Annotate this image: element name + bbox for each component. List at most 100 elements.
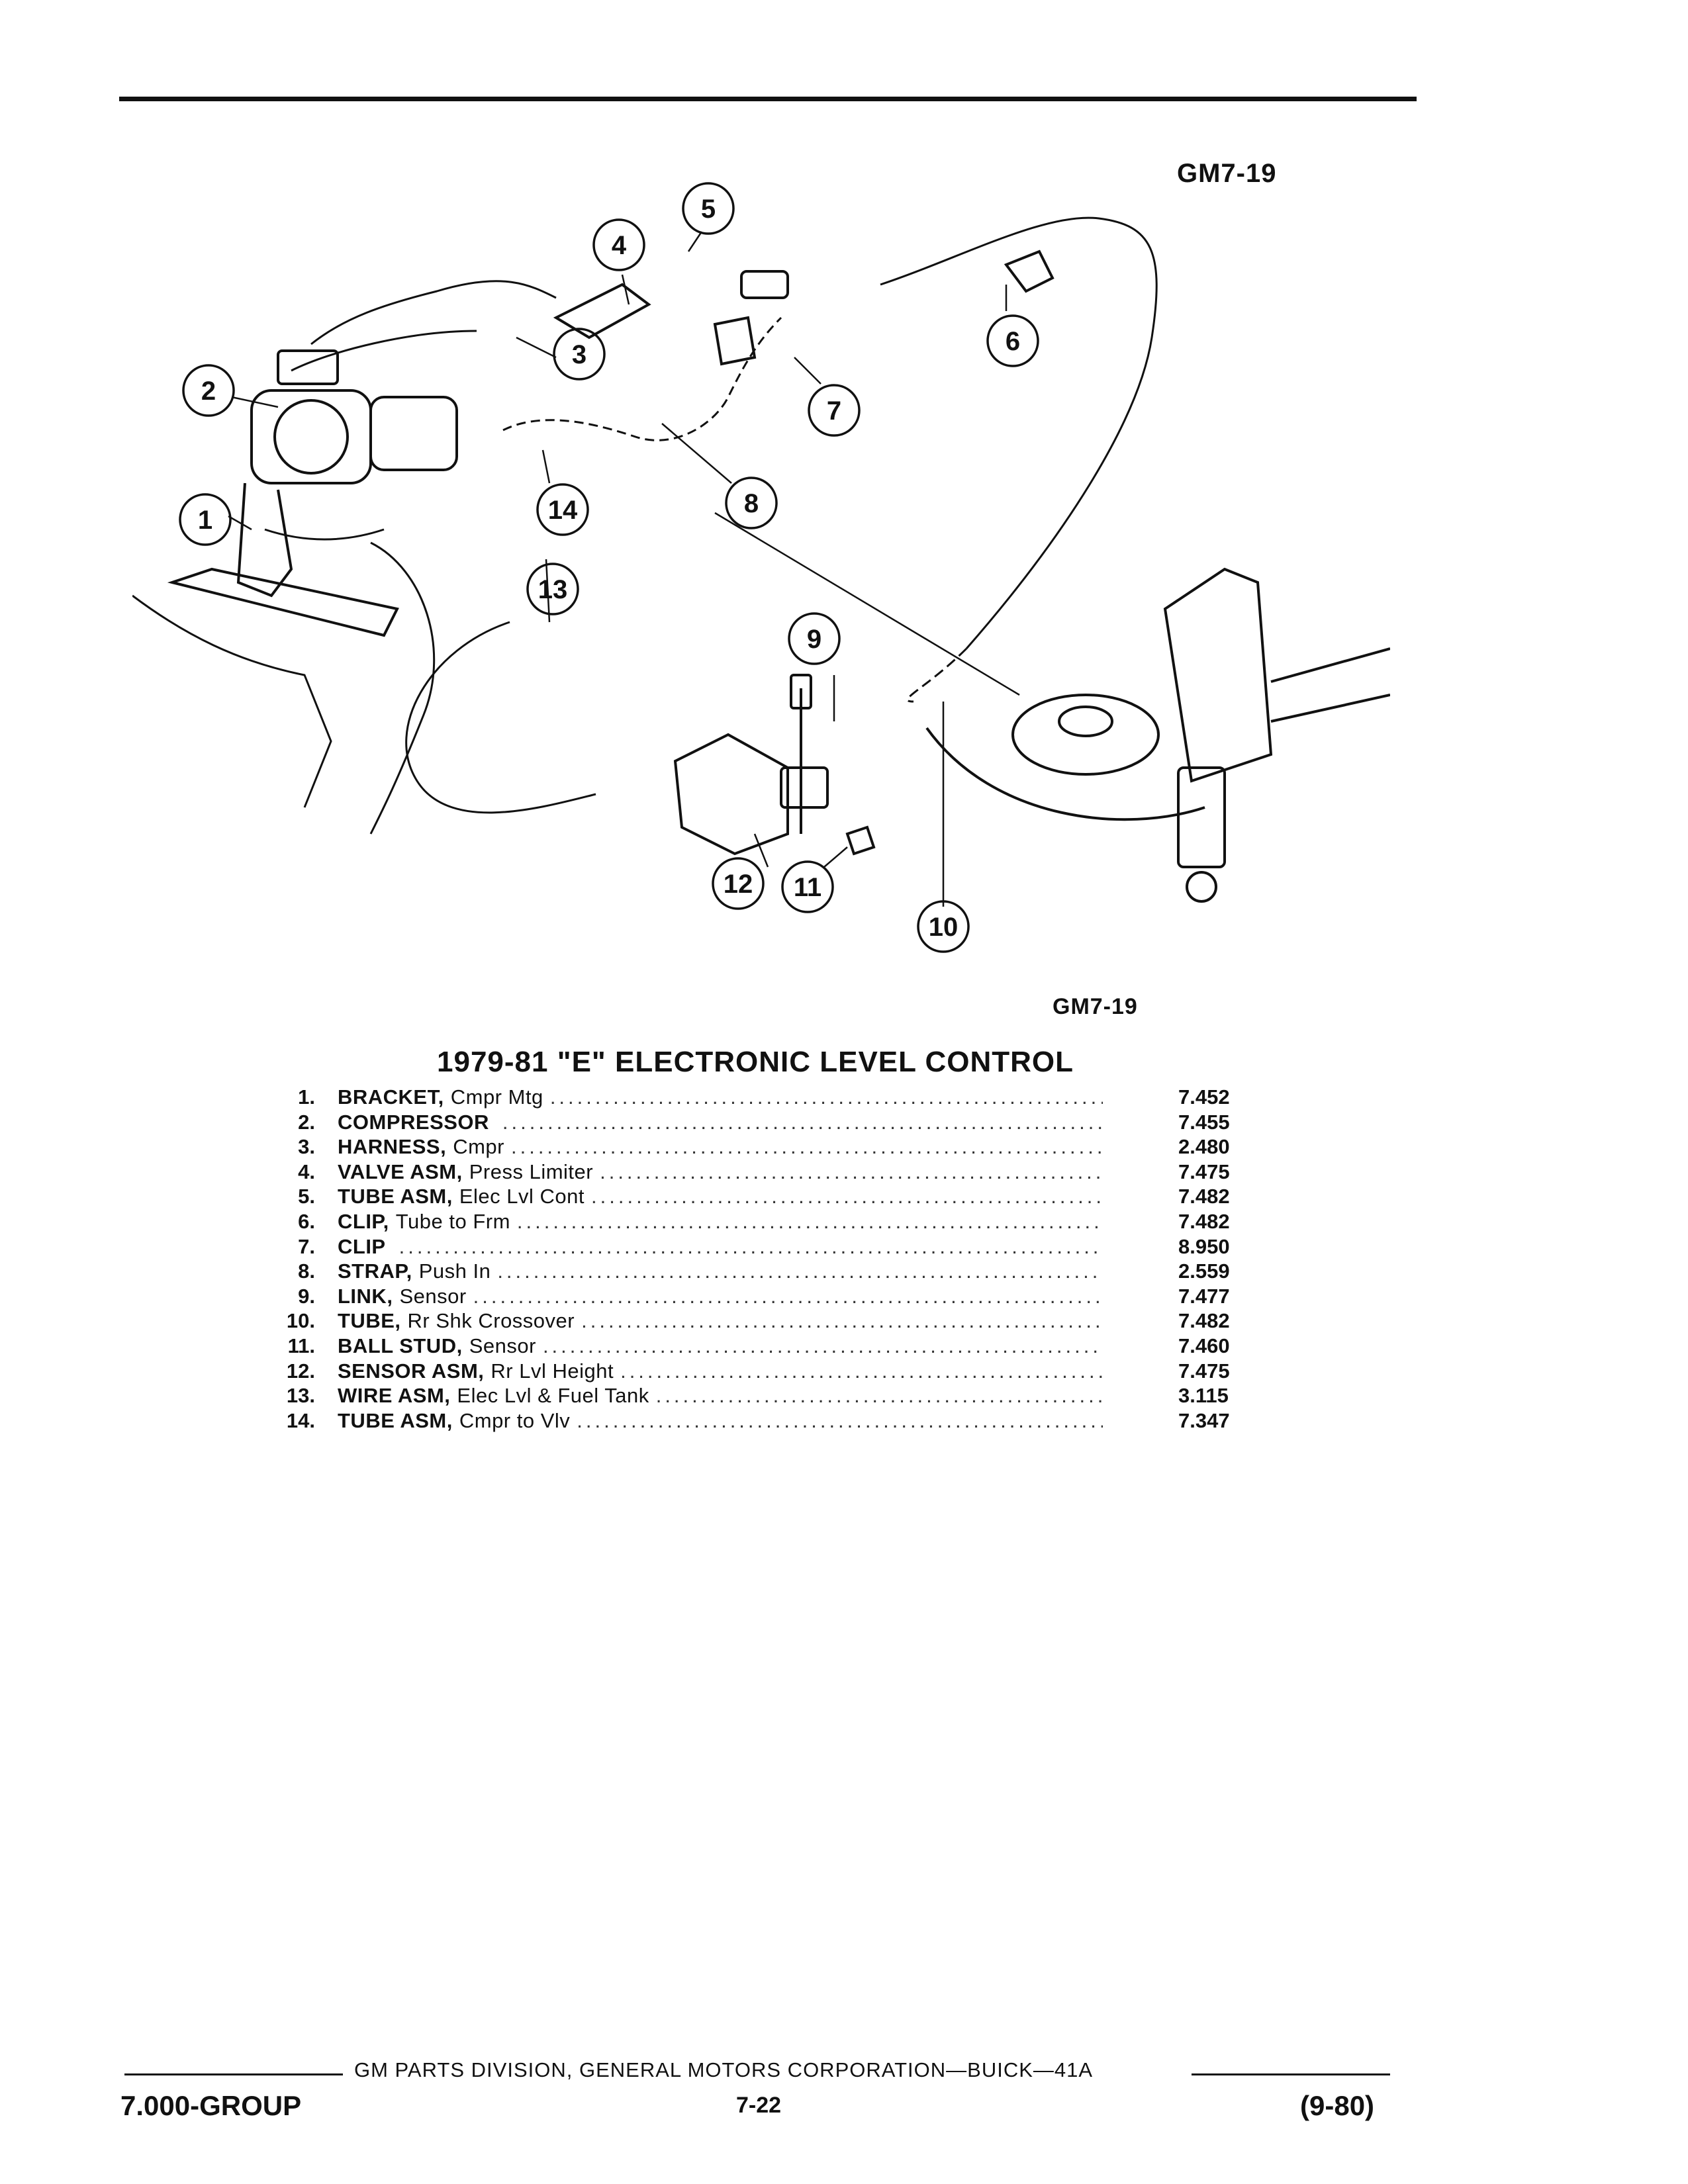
- part-number: 9.: [298, 1284, 315, 1308]
- part-name: SENSOR ASM,: [338, 1359, 485, 1383]
- dot-leader: [543, 1334, 1103, 1358]
- part-group-code: 7.482: [1178, 1185, 1230, 1208]
- part-group-code: 2.559: [1178, 1259, 1230, 1283]
- parts-list-row: 8. STRAP,Push In 2.559: [265, 1259, 1271, 1285]
- parts-list: 1.BRACKET,Cmpr Mtg7.4522.COMPRESSOR7.455…: [265, 1085, 1271, 1433]
- part-name: LINK,: [338, 1284, 393, 1308]
- parts-list-row: 11.BALL STUD,Sensor7.460: [265, 1334, 1271, 1359]
- part-number: 5.: [298, 1185, 315, 1208]
- part-name: BRACKET,: [338, 1085, 444, 1109]
- callout-marker-10: [917, 900, 970, 953]
- callout-number-5: 5: [701, 195, 716, 224]
- callout-marker-2: [182, 364, 235, 417]
- part-name: HARNESS,: [338, 1135, 447, 1159]
- footer-publisher: GM PARTS DIVISION, GENERAL MOTORS CORPOR…: [354, 2058, 1094, 2081]
- part-description: Press Limiter: [469, 1160, 594, 1183]
- exploded-view-illustration: 1 2 3 4 5 6 7 8 9 10 11 12 13 14: [132, 182, 1390, 953]
- dot-leader: [591, 1185, 1103, 1208]
- figure-id-top: GM7-19: [1177, 159, 1277, 188]
- part-description: Tube to Frm: [395, 1209, 510, 1233]
- compressor-drawing: [167, 349, 458, 637]
- part-number: 8.: [298, 1259, 315, 1283]
- callout-marker-7: [808, 384, 861, 437]
- parts-list-row: 14.TUBE ASM,Cmpr to Vlv7.347: [265, 1409, 1271, 1434]
- sensor-drawing: [673, 674, 876, 856]
- parts-list-row: 6.CLIP,Tube to Frm7.482: [265, 1210, 1271, 1235]
- valve-drawing: [553, 250, 1055, 366]
- part-number: 12.: [286, 1359, 315, 1383]
- callout-marker-8: [725, 477, 778, 529]
- dot-leader: [399, 1235, 1103, 1259]
- parts-list-row: 10.TUBE,Rr Shk Crossover7.482: [265, 1309, 1271, 1334]
- dot-leader: [581, 1309, 1103, 1333]
- dot-leader: [577, 1409, 1103, 1433]
- callout-marker-9: [788, 612, 841, 665]
- callout-marker-11: [781, 860, 834, 913]
- part-group-code: 2.480: [1178, 1135, 1230, 1159]
- part-number: 11.: [287, 1334, 315, 1357]
- part-number: 7.: [298, 1234, 315, 1258]
- figure-id-bottom: GM7-19: [1053, 994, 1138, 1019]
- part-number: 13.: [286, 1384, 315, 1408]
- dot-leader: [550, 1085, 1103, 1109]
- parts-list-row: 1.BRACKET,Cmpr Mtg7.452: [265, 1085, 1271, 1111]
- callout-number-3: 3: [572, 340, 586, 369]
- dot-leader: [517, 1210, 1103, 1234]
- footer-date: (9-80): [1300, 2090, 1375, 2121]
- footer-rule-right: [1192, 2073, 1390, 2075]
- callout-number-9: 9: [807, 625, 821, 654]
- callout-number-14: 14: [548, 496, 578, 525]
- parts-list-row: 12. SENSOR ASM,Rr Lvl Height 7.475: [265, 1359, 1271, 1385]
- part-group-code: 7.475: [1178, 1160, 1230, 1183]
- section-title: 1979-81 "E" ELECTRONIC LEVEL CONTROL: [437, 1046, 1074, 1078]
- callout-number-8: 8: [744, 489, 759, 518]
- part-description: Push In: [418, 1259, 491, 1283]
- part-name: COMPRESSOR: [338, 1110, 489, 1134]
- part-name: CLIP: [338, 1234, 386, 1258]
- callout-number-1: 1: [198, 506, 212, 535]
- part-description: Elec Lvl Cont: [459, 1185, 585, 1208]
- part-group-code: 7.482: [1178, 1309, 1230, 1333]
- part-number: 2.: [298, 1110, 315, 1134]
- part-description: Cmpr to Vlv: [459, 1408, 571, 1432]
- parts-list-row: 2.COMPRESSOR7.455: [265, 1111, 1271, 1136]
- top-rule: [119, 97, 1417, 101]
- part-description: Elec Lvl & Fuel Tank: [457, 1384, 649, 1408]
- part-number: 4.: [298, 1160, 315, 1183]
- dot-leader: [497, 1259, 1103, 1283]
- parts-list-row: 7.CLIP8.950: [265, 1235, 1271, 1260]
- part-name: STRAP,: [338, 1259, 412, 1283]
- part-name: BALL STUD,: [338, 1334, 463, 1357]
- part-description: Sensor: [469, 1334, 536, 1357]
- part-group-code: 7.475: [1178, 1359, 1230, 1383]
- parts-list-row: 9.LINK,Sensor7.477: [265, 1285, 1271, 1310]
- callout-marker-5: [682, 182, 735, 235]
- part-number: 14.: [286, 1408, 315, 1432]
- dot-leader: [600, 1160, 1103, 1184]
- part-name: CLIP,: [338, 1209, 389, 1233]
- callout-number-2: 2: [201, 377, 216, 406]
- part-number: 6.: [298, 1209, 315, 1233]
- footer-rule-left: [124, 2073, 343, 2075]
- callout-marker-4: [592, 218, 645, 271]
- callout-number-13: 13: [538, 575, 568, 604]
- part-number: 10.: [286, 1309, 315, 1333]
- rear-suspension-drawing: [925, 567, 1390, 903]
- part-description: Cmpr Mtg: [450, 1085, 543, 1109]
- parts-list-row: 5.TUBE ASM,Elec Lvl Cont7.482: [265, 1185, 1271, 1210]
- part-description: Cmpr: [453, 1135, 504, 1159]
- parts-list-row: 3. HARNESS,Cmpr 2.480: [265, 1135, 1271, 1160]
- callout-marker-14: [536, 483, 589, 536]
- part-name: VALVE ASM,: [338, 1160, 463, 1183]
- fender-outline: [132, 528, 436, 835]
- callout-markers: [179, 182, 1039, 953]
- part-description: Rr Lvl Height: [491, 1359, 614, 1383]
- dot-leader: [502, 1111, 1103, 1134]
- callout-numbers: 1 2 3 4 5 6 7 8 9 10 11 12 13 14: [198, 195, 1020, 942]
- part-number: 3.: [298, 1135, 315, 1159]
- part-group-code: 7.347: [1178, 1408, 1230, 1432]
- callout-marker-6: [986, 314, 1039, 367]
- part-number: 1.: [298, 1085, 315, 1109]
- footer-page-number: 7-22: [736, 2093, 782, 2118]
- footer-group: 7.000-GROUP: [120, 2090, 302, 2121]
